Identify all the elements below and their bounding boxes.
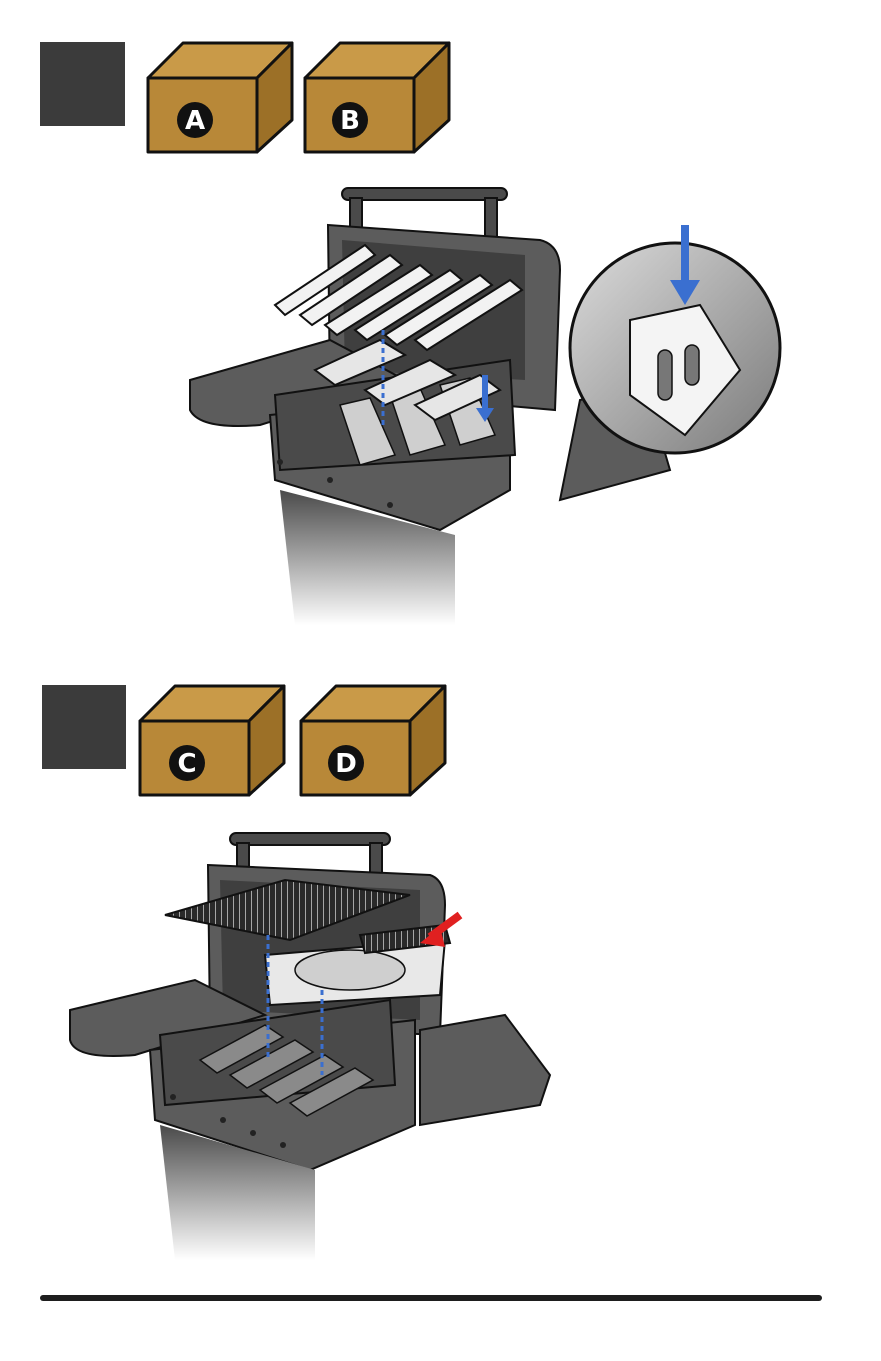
step-2-marker bbox=[42, 685, 126, 769]
box-letter: B bbox=[340, 106, 360, 136]
box-a: A bbox=[145, 40, 295, 152]
box-d: D bbox=[298, 683, 448, 795]
grill-illustration-step-2 bbox=[65, 825, 560, 1265]
box-letter: A bbox=[185, 106, 205, 136]
page-divider bbox=[40, 1295, 822, 1301]
box-letter: C bbox=[177, 749, 196, 779]
grill-illustration-step-1 bbox=[180, 180, 790, 630]
step-1-marker bbox=[40, 42, 125, 126]
box-b: B bbox=[302, 40, 452, 152]
box-c: C bbox=[137, 683, 287, 795]
box-letter: D bbox=[335, 749, 357, 779]
